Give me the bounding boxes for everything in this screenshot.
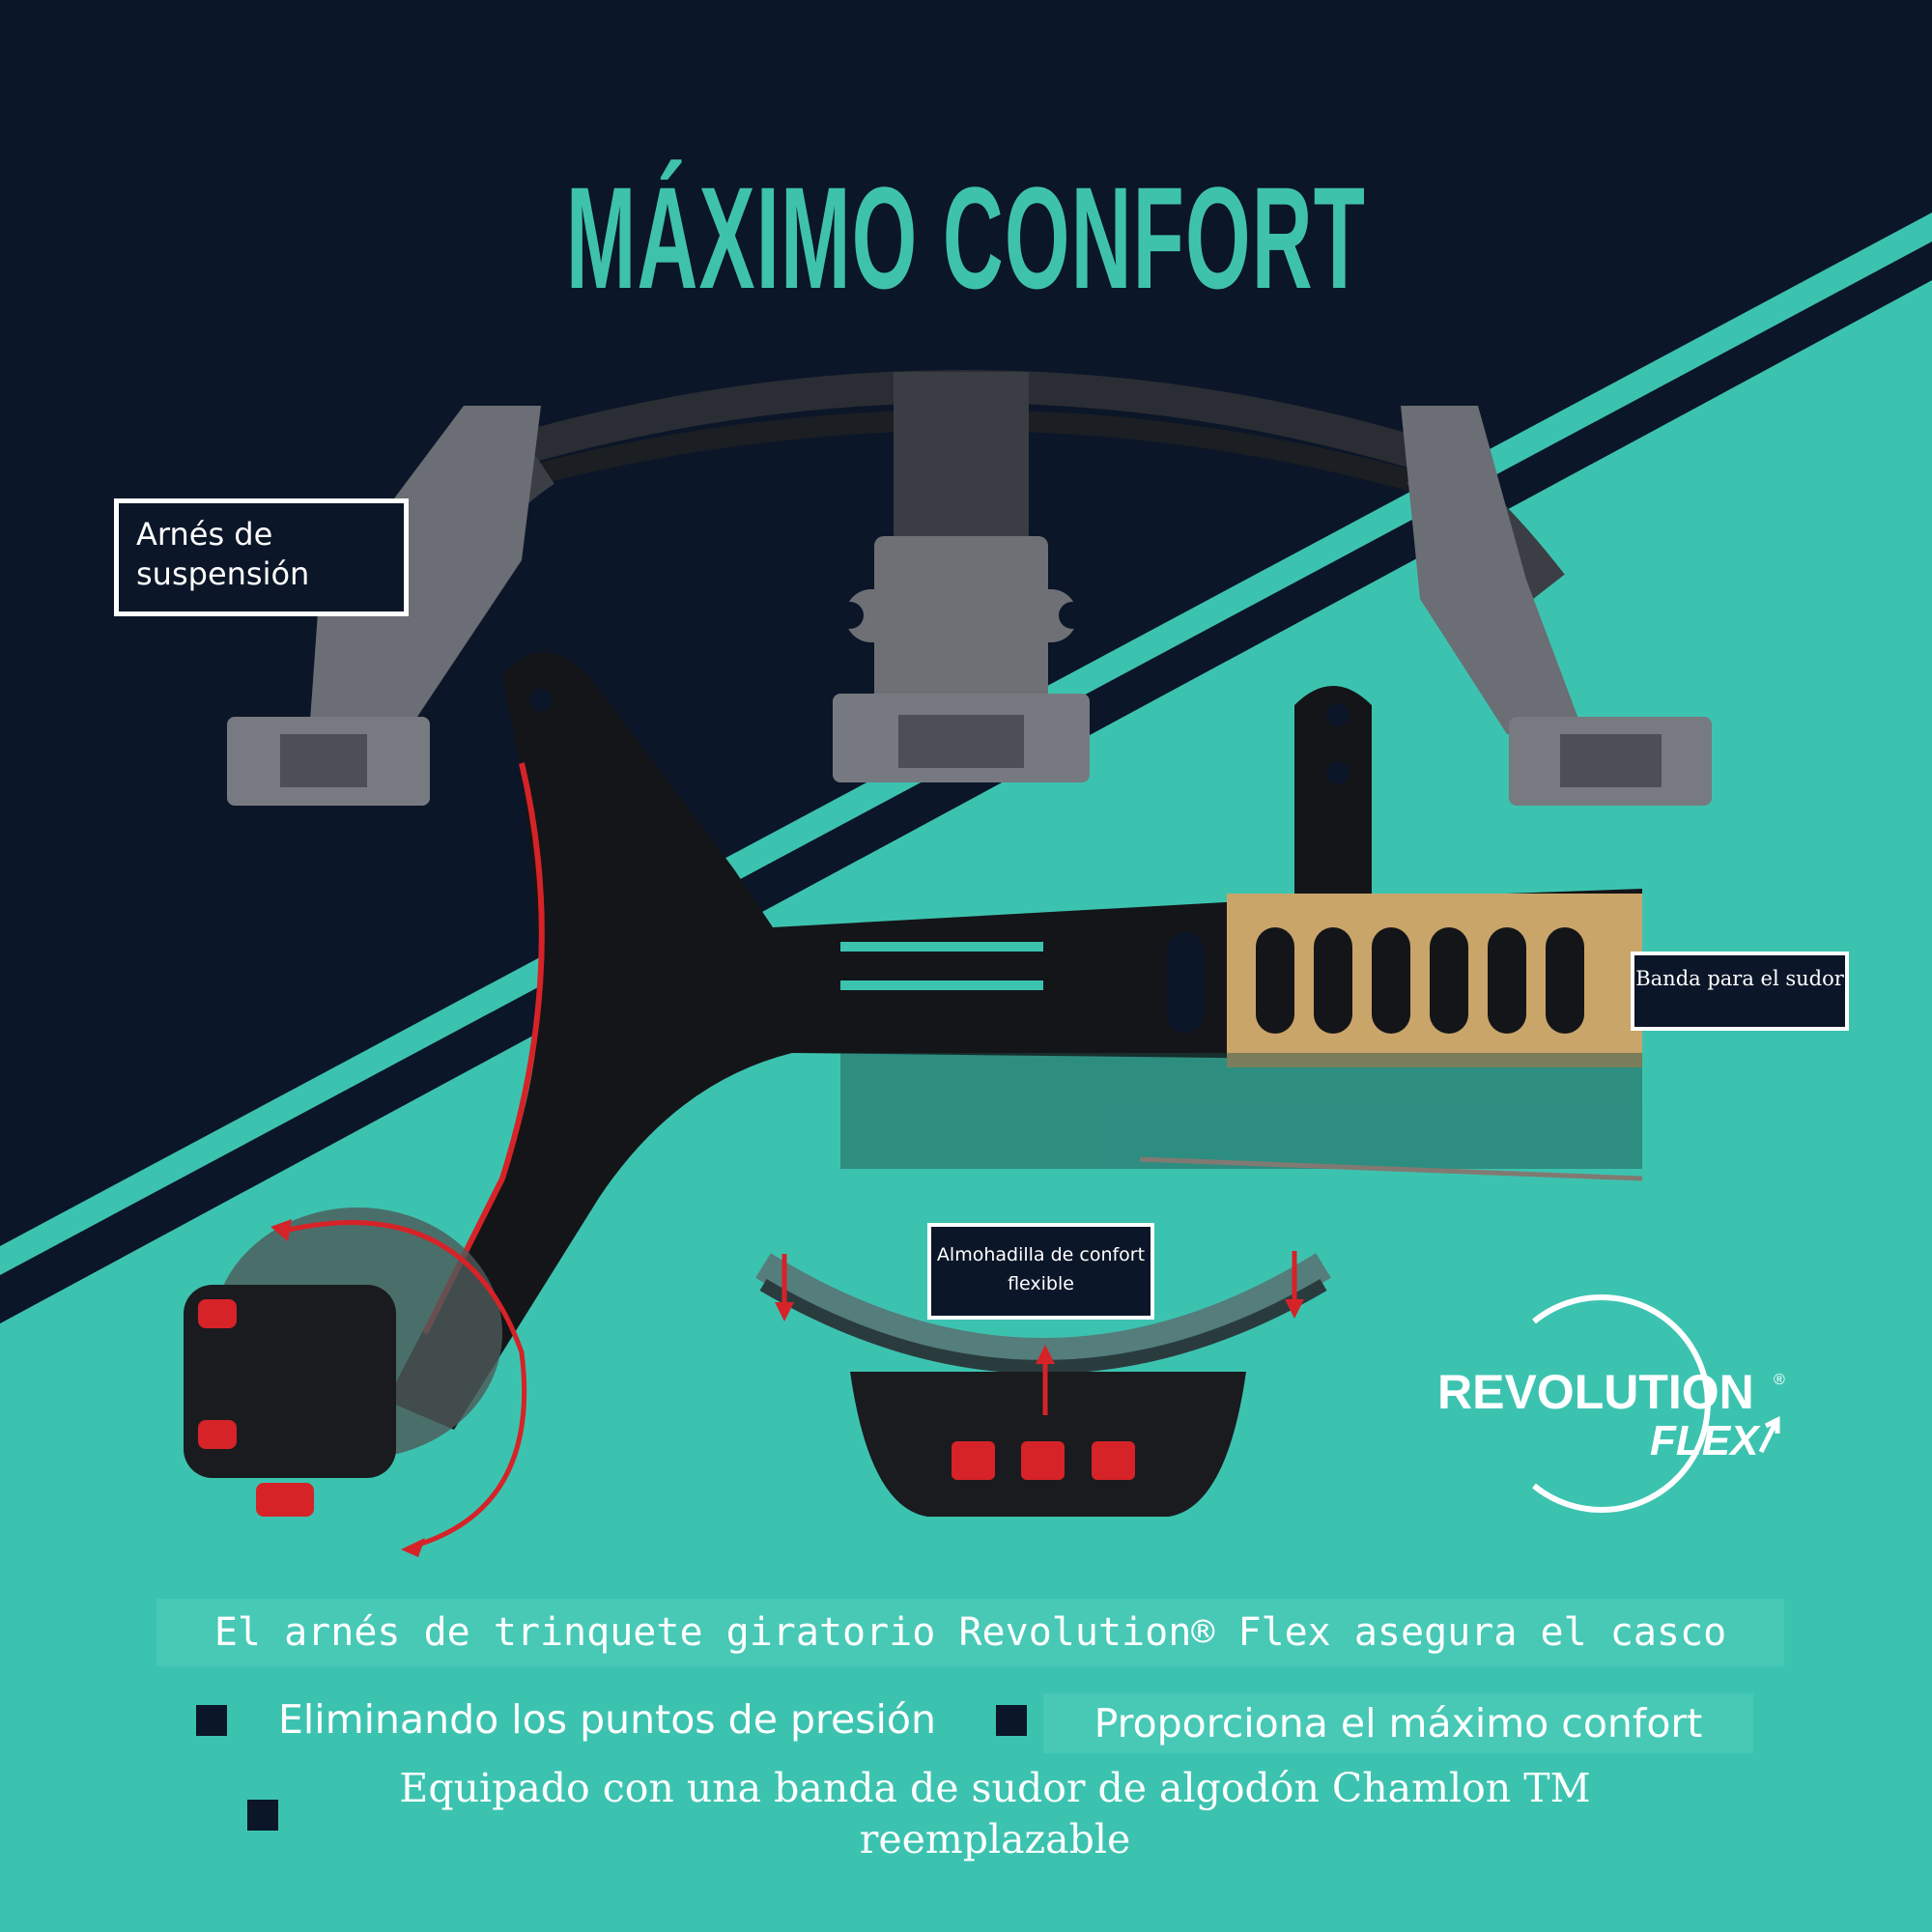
- logo-word-flex: FLEX: [1650, 1417, 1761, 1464]
- comfort-pad-label-text: Almohadilla de confort flexible: [936, 1244, 1146, 1294]
- bullet-square-icon: [196, 1705, 227, 1736]
- revolution-flex-logo: REVOLUTION ® FLEX: [1437, 1294, 1785, 1513]
- headband-reflection: [840, 1053, 1643, 1181]
- intro-text: El arnés de trinquete giratorio Revoluti…: [156, 1599, 1784, 1666]
- bullet-square-icon: [247, 1800, 278, 1831]
- left-suspension-clip: [227, 406, 541, 806]
- teal-diagonal-band: [0, 280, 1932, 1932]
- bullet-text-2: Proporciona el máximo confort: [1043, 1693, 1753, 1753]
- bullet-text-3: Equipado con una banda de sudor de algod…: [399, 1765, 1591, 1862]
- headband-frame: [386, 652, 1642, 1430]
- comfort-pad: [755, 1251, 1331, 1517]
- bullet-text-1: Eliminando los puntos de presión: [278, 1696, 936, 1743]
- center-suspension-clip: [833, 372, 1090, 782]
- bullet-square-icon: [996, 1705, 1027, 1736]
- sweatband-label: Banda para el sudor: [1631, 952, 1849, 1031]
- comfort-pad-label: Almohadilla de confort flexible: [927, 1223, 1154, 1320]
- suspension-harness-label: Arnés de suspensión: [114, 498, 409, 616]
- sweatband-label-text: Banda para el sudor: [1635, 967, 1844, 990]
- ratchet-knob: [184, 1208, 527, 1557]
- right-suspension-clip: [1401, 406, 1712, 806]
- page-title: MÁXIMO CONFORT: [565, 156, 1367, 319]
- suspension-harness-label-text: Arnés de suspensión: [136, 516, 310, 592]
- logo-arrow-icon: [1758, 1415, 1780, 1454]
- logo-word-revolution: REVOLUTION: [1437, 1365, 1754, 1419]
- logo-registered-mark: ®: [1774, 1372, 1785, 1388]
